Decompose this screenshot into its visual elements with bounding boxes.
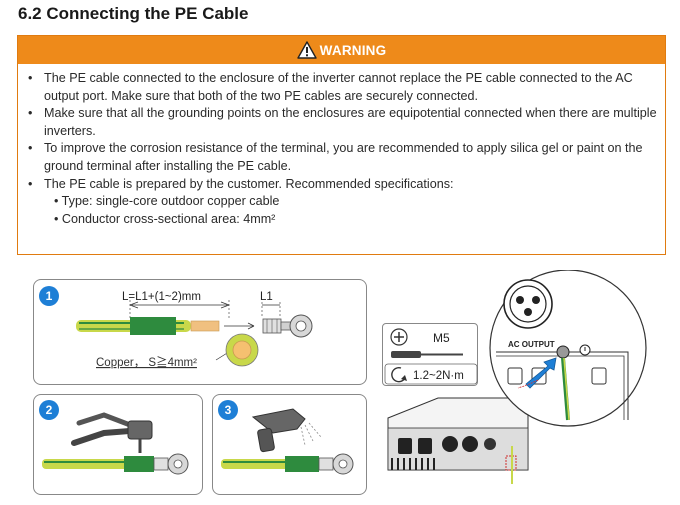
spec-area: • Conductor cross-sectional area: 4mm² xyxy=(54,211,276,226)
warning-item: Make sure that all the grounding points … xyxy=(26,105,657,140)
warning-item: The PE cable connected to the enclosure … xyxy=(26,70,657,105)
warning-item-spec: The PE cable is prepared by the customer… xyxy=(26,176,657,229)
l1-label: L1 xyxy=(260,291,273,303)
spec-type: • Type: single-core outdoor copper cable xyxy=(54,194,280,209)
step1-panel: 1 L=L1+(1~2)mm L1 Copper， S≧4m xyxy=(33,279,367,385)
blue-arrow-icon xyxy=(525,357,557,389)
warning-item: To improve the corrosion resistance of t… xyxy=(26,140,657,175)
warning-item-text: The PE cable is prepared by the customer… xyxy=(44,176,454,191)
warning-list: The PE cable connected to the enclosure … xyxy=(18,64,665,228)
inverter-illustration: AC OUTPUT xyxy=(387,270,647,484)
copper-label: Copper， S≧4mm² xyxy=(96,355,197,369)
step3-badge: 3 xyxy=(218,400,238,420)
screw-size: M5 xyxy=(433,331,450,345)
ac-output-label: AC OUTPUT xyxy=(508,340,555,349)
length-label: L=L1+(1~2)mm xyxy=(122,291,201,303)
warning-bar: WARNING xyxy=(18,36,665,64)
section-heading: 6.2 Connecting the PE Cable xyxy=(18,4,249,23)
screwdriver-icon xyxy=(391,351,421,358)
ac-output-port: AC OUTPUT xyxy=(503,279,555,349)
rotate-icon xyxy=(391,366,406,383)
ground-screw xyxy=(556,345,570,359)
inverter-body xyxy=(387,397,529,484)
step2-panel: 2 xyxy=(33,394,203,495)
warning-title: WARNING xyxy=(319,42,387,58)
step1-badge: 1 xyxy=(39,286,59,306)
step2-badge: 2 xyxy=(39,400,59,420)
warning-box: WARNING The PE cable connected to the en… xyxy=(17,35,666,255)
heat-gun-illustration xyxy=(221,408,354,475)
step3-panel: 3 xyxy=(212,394,367,495)
warning-triangle-icon xyxy=(296,41,317,59)
torque-box: M5 1.2~2N·m xyxy=(382,323,478,386)
crimping-tool-illustration xyxy=(42,412,189,475)
step1-illustration: L=L1+(1~2)mm L1 Copper， S≧4mm² xyxy=(76,291,313,369)
torque-illustration: M5 1.2~2N·m xyxy=(384,328,478,385)
torque-value: 1.2~2N·m xyxy=(413,370,464,382)
